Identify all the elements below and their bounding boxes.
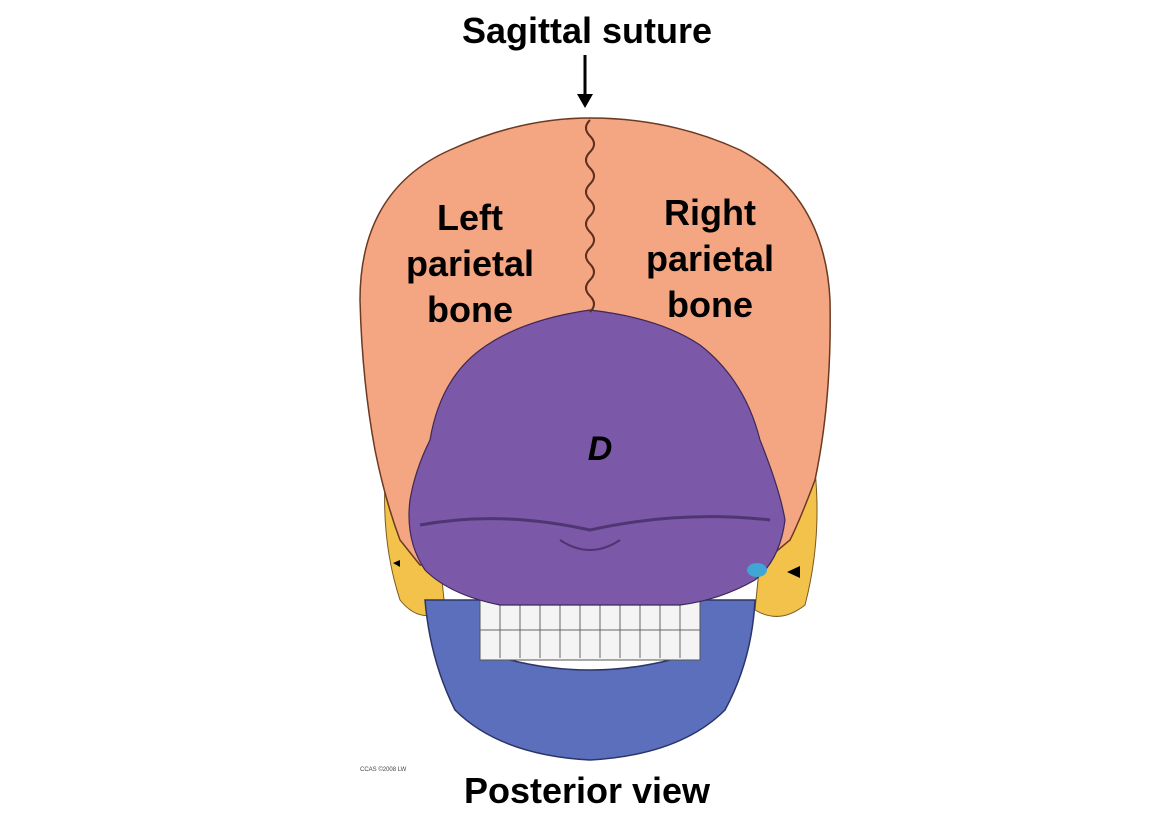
left-parietal-label: Left parietal bone [400, 195, 540, 333]
sagittal-suture-arrowhead [577, 94, 593, 108]
left-parietal-line-2: parietal [400, 241, 540, 287]
right-parietal-label: Right parietal bone [630, 190, 790, 328]
view-caption: Posterior view [0, 770, 1174, 812]
region-d-label: D [575, 430, 625, 469]
sagittal-suture-label: Sagittal suture [0, 10, 1174, 52]
left-parietal-line-1: Left [400, 195, 540, 241]
mastoid-accent [747, 563, 767, 577]
right-parietal-line-2: parietal [630, 236, 790, 282]
right-parietal-line-1: Right [630, 190, 790, 236]
left-parietal-line-3: bone [400, 287, 540, 333]
teeth [480, 598, 700, 660]
right-parietal-line-3: bone [630, 282, 790, 328]
